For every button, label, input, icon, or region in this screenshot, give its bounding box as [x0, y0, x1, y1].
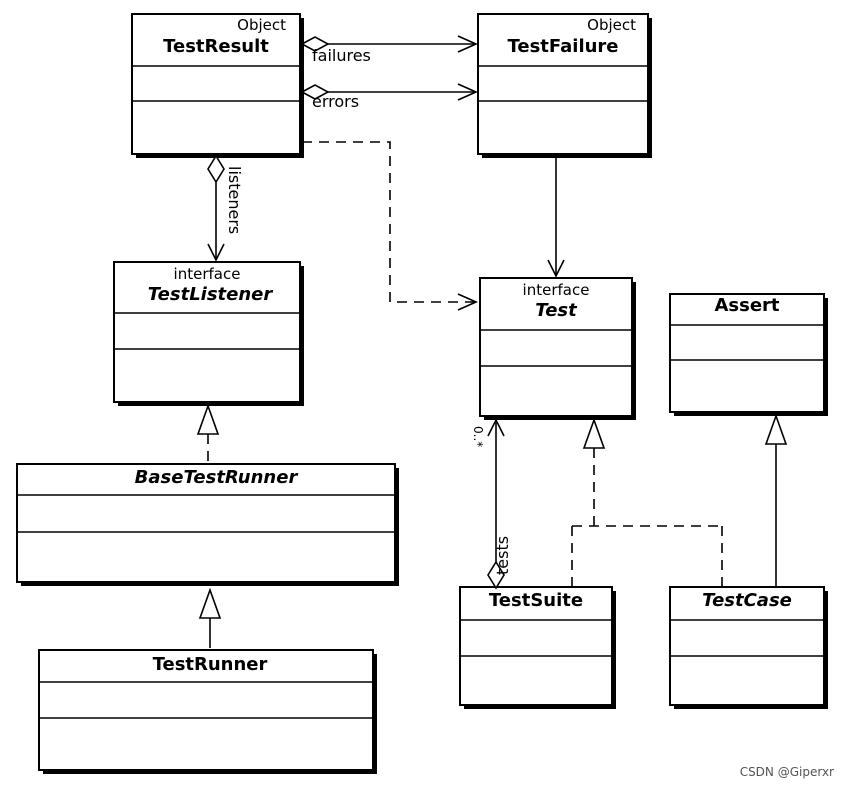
generalization-runner-base: [198, 587, 222, 648]
association-failure-test: [547, 156, 565, 278]
test-runner-name: TestRunner: [153, 654, 268, 675]
realization-base-runner-listener: [196, 403, 220, 462]
listeners-label: listeners: [225, 166, 244, 234]
test-result-stereotype: Object: [237, 16, 286, 34]
generalization-case-assert: [764, 413, 788, 586]
dependency-testresult-test: [302, 141, 478, 311]
tests-multiplicity: 0..*: [471, 426, 485, 447]
base-test-runner-name: BaseTestRunner: [135, 467, 299, 488]
test-case-name: TestCase: [702, 590, 792, 611]
association-errors: errors: [300, 83, 478, 111]
aggregation-diamond-icon: [207, 154, 225, 184]
realization-suite-case-test: [571, 417, 723, 586]
test-failure-name: TestFailure: [507, 36, 618, 57]
class-test-suite[interactable]: TestSuite: [459, 586, 616, 709]
aggregation-diamond-icon: [487, 560, 505, 590]
test-result-name: TestResult: [163, 36, 269, 57]
test-listener-name: TestListener: [148, 284, 274, 305]
test-listener-stereotype: interface: [174, 265, 241, 283]
class-test-case[interactable]: TestCase: [669, 586, 828, 709]
class-test[interactable]: interface Test: [479, 277, 636, 420]
association-failures: failures: [300, 35, 478, 65]
tests-label: tests: [493, 536, 512, 575]
open-arrow-icon: [457, 35, 478, 53]
association-listeners: listeners: [207, 154, 244, 262]
class-test-result[interactable]: Object TestResult: [131, 13, 304, 158]
class-test-runner[interactable]: TestRunner: [38, 649, 377, 774]
test-stereotype: interface: [523, 281, 590, 299]
open-arrow-icon: [547, 259, 565, 278]
aggregation-diamond-icon: [300, 36, 330, 52]
class-base-test-runner[interactable]: BaseTestRunner: [16, 463, 399, 586]
association-tests: tests 0..*: [471, 418, 512, 590]
test-name: Test: [535, 300, 578, 321]
hollow-triangle-icon: [764, 413, 788, 445]
aggregation-diamond-icon: [300, 84, 330, 100]
watermark-text: CSDN @Giperxr: [740, 765, 834, 779]
open-arrow-icon: [457, 83, 478, 101]
test-failure-stereotype: Object: [587, 16, 636, 34]
hollow-triangle-icon: [196, 403, 220, 435]
errors-label: errors: [312, 92, 359, 111]
class-assert[interactable]: Assert: [669, 293, 828, 416]
class-test-failure[interactable]: Object TestFailure: [477, 13, 652, 158]
open-arrow-icon: [487, 418, 505, 437]
test-suite-name: TestSuite: [489, 590, 583, 611]
failures-label: failures: [312, 46, 371, 65]
open-arrow-icon: [207, 243, 225, 262]
hollow-triangle-icon: [198, 587, 222, 619]
assert-name: Assert: [714, 295, 779, 316]
open-arrow-icon: [457, 293, 478, 311]
class-test-listener[interactable]: interface TestListener: [113, 261, 304, 406]
hollow-triangle-icon: [582, 417, 606, 449]
